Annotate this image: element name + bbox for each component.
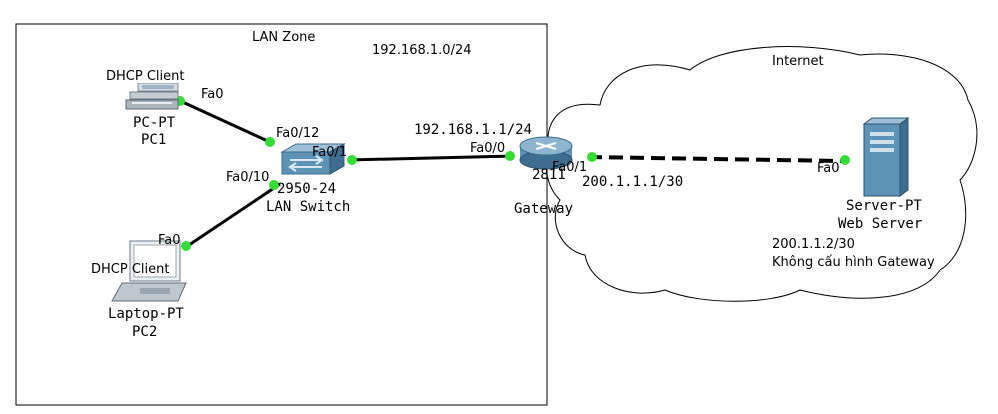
router-model-label: 2811 <box>532 167 566 183</box>
link-pc1-switch <box>175 97 273 145</box>
port-dot-pc2 <box>181 241 191 251</box>
server-model-label: Server-PT <box>846 198 922 214</box>
lan-subnet-label: 192.168.1.0/24 <box>372 43 472 58</box>
lan-zone-title: LAN Zone <box>252 30 315 45</box>
internet-title: Internet <box>772 54 824 69</box>
router-wan-ip-label: 200.1.1.1/30 <box>582 174 683 190</box>
pc2-icon[interactable] <box>111 240 187 302</box>
link-switch-router <box>347 154 515 162</box>
pc1-name-label: PC1 <box>141 132 166 148</box>
switch-port-fa010-label: Fa0/10 <box>226 170 269 185</box>
pc1-note-bg <box>102 66 190 83</box>
port-dot-router-fa00 <box>505 151 515 161</box>
port-dot-switch-fa010 <box>269 180 279 190</box>
internet-cloud <box>546 46 978 302</box>
server-name-label: Web Server <box>838 216 922 232</box>
port-dot-switch-fa01 <box>347 155 357 165</box>
pc2-model-label: Laptop-PT <box>108 306 184 322</box>
server-note: Không cấu hình Gateway <box>772 255 935 270</box>
switch-name-label: LAN Switch <box>266 199 350 215</box>
server-ip-label: 200.1.1.2/30 <box>772 237 855 252</box>
router-port-fa01-label: Fa0/1 <box>552 160 587 175</box>
pc1-icon[interactable] <box>125 82 179 110</box>
pc1-note: DHCP Client <box>106 69 184 84</box>
server-port-label: Fa0 <box>817 161 840 176</box>
switch-port-fa012-label: Fa0/12 <box>276 126 319 141</box>
router-port-fa00-label: Fa0/0 <box>470 141 505 156</box>
server-icon[interactable] <box>862 117 910 197</box>
port-dot-switch-fa012 <box>265 137 275 147</box>
port-dot-router-fa01 <box>587 152 597 162</box>
pc2-name-label: PC2 <box>132 324 157 340</box>
router-lan-ip-label: 192.168.1.1/24 <box>414 122 532 138</box>
port-dot-server <box>840 155 850 165</box>
pc2-port-label: Fa0 <box>158 233 181 248</box>
server-note-bg <box>766 234 940 270</box>
router-name-label: Gateway <box>514 201 573 217</box>
lan-zone-box <box>15 23 548 406</box>
router-icon[interactable] <box>519 136 573 170</box>
switch-port-fa01-label: Fa0/1 <box>312 145 347 160</box>
switch-icon[interactable] <box>280 143 346 175</box>
pc1-port-label: Fa0 <box>201 87 224 102</box>
pc1-model-label: PC-PT <box>133 115 176 131</box>
link-router-server <box>587 155 843 163</box>
pc2-note: DHCP Client <box>91 262 169 277</box>
link-pc2-switch <box>185 182 281 249</box>
switch-model-label: 2950-24 <box>277 181 336 197</box>
